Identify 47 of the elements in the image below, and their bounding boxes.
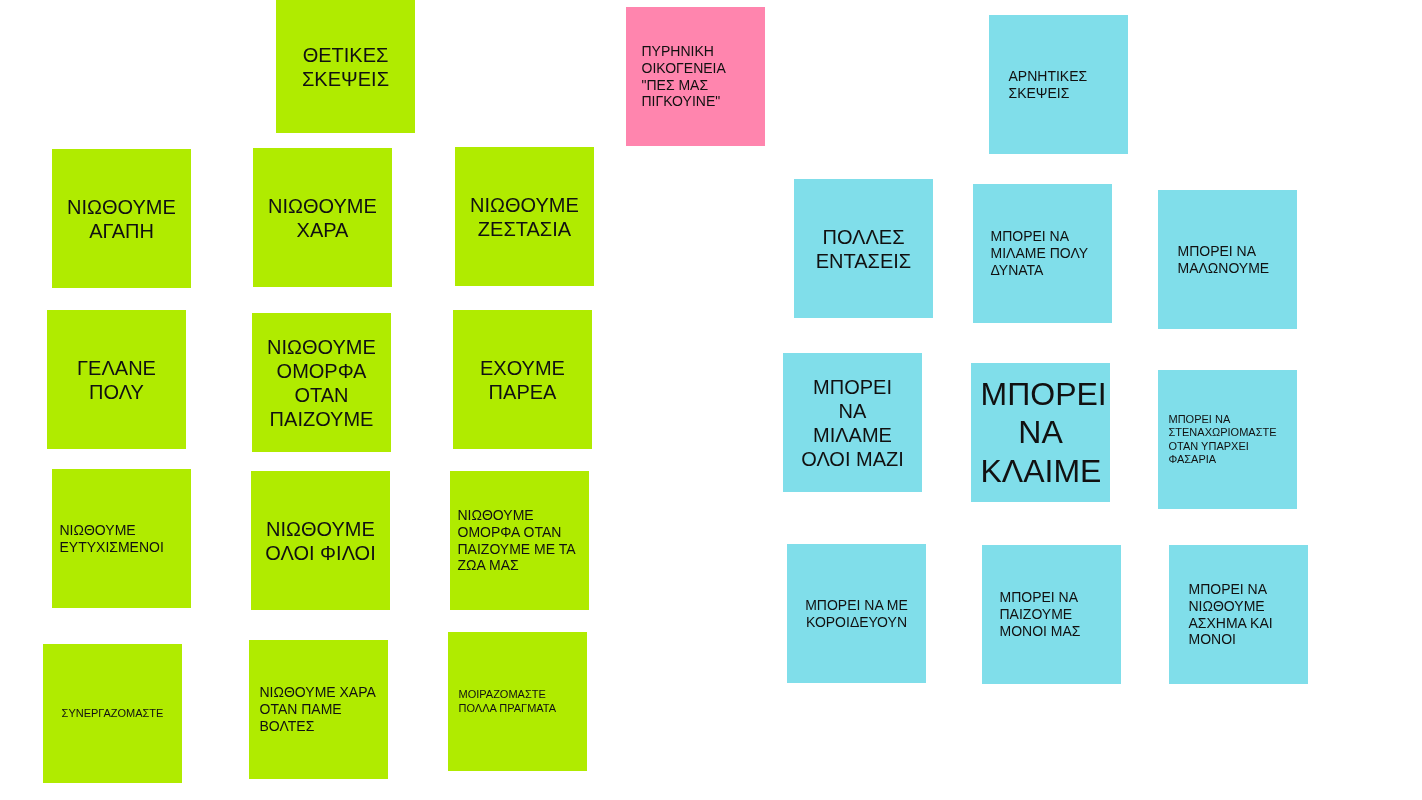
note-text: ΜΠΟΡΕΙ ΝΑ ΝΙΩΘΟΥΜΕ ΑΣΧΗΜΑ ΚΑΙ ΜΟΝΟΙ (1188, 580, 1274, 649)
sticky-note (52, 469, 191, 608)
note-text: ΝΙΩΘΟΥΜΕ ΧΑΡΑ (267, 193, 378, 242)
note-text: ΝΙΩΘΟΥΜΕ ΟΜΟΡΦΑ ΟΤΑΝ ΠΑΙΖΟΥΜΕ ΜΕ ΤΑ ΖΩΑ ΜΑΣ (457, 506, 577, 575)
note-text: ΝΙΩΘΟΥΜΕ ΧΑΡΑ ΟΤΑΝ ΠΑΜΕ ΒΟΛΤΕΣ (259, 684, 377, 735)
sticky-note (448, 632, 587, 771)
note-text: ΜΠΟΡΕΙ ΝΑ ΣΤΕΝΑΧΩΡΙΟΜΑΣΤΕ ΟΤΑΝ ΥΠΑΡΧΕΙ ΦΑΣΑΡΙΑ (1168, 413, 1278, 466)
note-text: ΝΙΩΘΟΥΜΕ ΑΓΑΠΗ (66, 194, 177, 243)
note-text: ΑΡΝΗΤΙΚΕΣ ΣΚΕΨΕΙΣ (1008, 67, 1089, 102)
sticky-note (1169, 545, 1308, 684)
sticky-note (276, 0, 415, 133)
sticky-note (794, 179, 933, 318)
sticky-note (253, 148, 392, 287)
note-text: ΝΙΩΘΟΥΜΕ ΟΛΟΙ ΦΙΛΟΙ (264, 516, 377, 565)
note-text: ΓΕΛΑΝΕ ΠΟΛΥ (76, 355, 157, 404)
sticky-note (251, 471, 390, 610)
note-text: ΠΟΛΛΕΣ ΕΝΤΑΣΕΙΣ (814, 224, 913, 273)
sticky-note (783, 353, 922, 492)
note-text: ΜΠΟΡΕΙ ΝΑ ΜΕ ΚΟΡΟΙΔΕΥΟΥΝ (804, 596, 909, 631)
sticky-note (450, 471, 589, 610)
sticky-note (47, 310, 186, 449)
note-text: ΜΠΟΡΕΙ ΝΑ ΜΑΛΩΝΟΥΜΕ (1177, 242, 1271, 277)
sticky-note (453, 310, 592, 449)
note-text: ΠΥΡΗΝΙΚΗ ΟΙΚΟΓΕΝΕΙΑ "ΠΕΣ ΜΑΣ ΠΙΓΚΟΥΙΝΕ" (641, 42, 727, 111)
sticky-note (626, 7, 765, 146)
sticky-note (43, 644, 182, 783)
sticky-note (989, 15, 1128, 154)
note-text: ΜΠΟΡΕΙ ΝΑ ΜΙΛΑΜΕ ΟΛΟΙ ΜΑΖΙ (800, 374, 905, 471)
note-text: ΝΙΩΘΟΥΜΕ ΖΕΣΤΑΣΙΑ (469, 192, 580, 241)
sticky-note (787, 544, 926, 683)
sticky-note (1158, 190, 1297, 329)
note-text: ΜΠΟΡΕΙ ΝΑ ΜΙΛΑΜΕ ΠΟΛΥ ΔΥΝΑΤΑ (990, 228, 1089, 279)
note-text: ΝΙΩΘΟΥΜΕ ΟΜΟΡΦΑ ΟΤΑΝ ΠΑΙΖΟΥΜΕ (266, 334, 377, 431)
sticky-note (971, 363, 1110, 502)
note-text: ΜΟΙΡΑΖΟΜΑΣΤΕ ΠΟΛΛΑ ΠΡΑΓΜΑΤΑ (458, 688, 558, 715)
sticky-note (973, 184, 1112, 323)
sticky-note (982, 545, 1121, 684)
note-text: ΕΧΟΥΜΕ ΠΑΡΕΑ (479, 355, 566, 404)
sticky-note (455, 147, 594, 286)
sticky-note (249, 640, 388, 779)
note-text: ΝΙΩΘΟΥΜΕ ΕΥΤΥΧΙΣΜΕΝΟΙ (59, 521, 165, 556)
note-text: ΜΠΟΡΕΙ ΝΑ ΠΑΙΖΟΥΜΕ ΜΟΝΟΙ ΜΑΣ (999, 589, 1082, 640)
note-text: ΣΥΝΕΡΓΑΖΟΜΑΣΤΕ (60, 706, 165, 721)
sticky-note (1158, 370, 1297, 509)
sticky-note (52, 149, 191, 288)
sticky-note (252, 313, 391, 452)
note-text: ΘΕΤΙΚΕΣ ΣΚΕΨΕΙΣ (301, 42, 390, 91)
